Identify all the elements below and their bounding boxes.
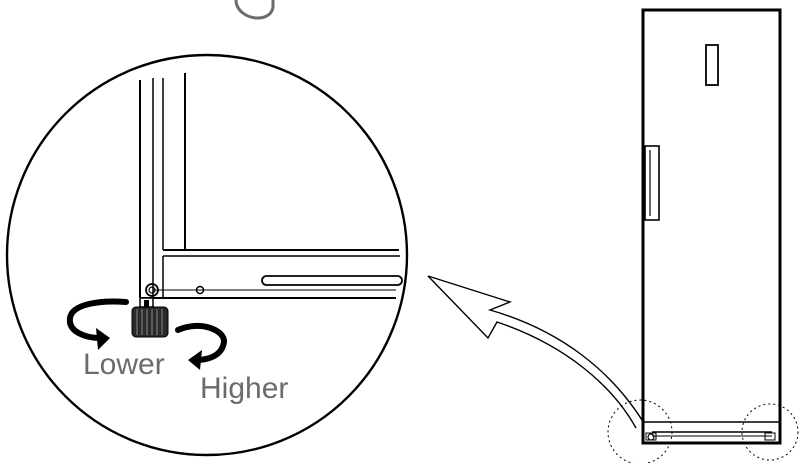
higher-label: Higher [200, 372, 289, 405]
adjustable-foot-icon [131, 297, 169, 338]
pointer-arrow-icon [427, 275, 643, 429]
foot-right [764, 432, 776, 441]
cropped-heading-fragment [234, 0, 275, 20]
foot-left [645, 432, 657, 441]
lower-label: Lower [83, 348, 165, 381]
magnified-detail [5, 53, 409, 457]
highlight-circle-right [741, 403, 799, 461]
detail-circle [5, 53, 409, 457]
highlight-circle-left [607, 399, 673, 463]
refrigerator-body [641, 8, 782, 445]
screw-hole-large-inner [148, 286, 156, 294]
screw-hole-small [195, 285, 205, 295]
vent-slot [261, 275, 403, 286]
rotate-arrow-icon [175, 322, 227, 370]
foot-marker-left [647, 433, 655, 441]
door-handle [644, 145, 660, 221]
rotate-arrow-icon [66, 298, 129, 350]
control-display [705, 44, 719, 86]
screw-hole-large [145, 283, 159, 297]
refrigerator [607, 8, 799, 463]
